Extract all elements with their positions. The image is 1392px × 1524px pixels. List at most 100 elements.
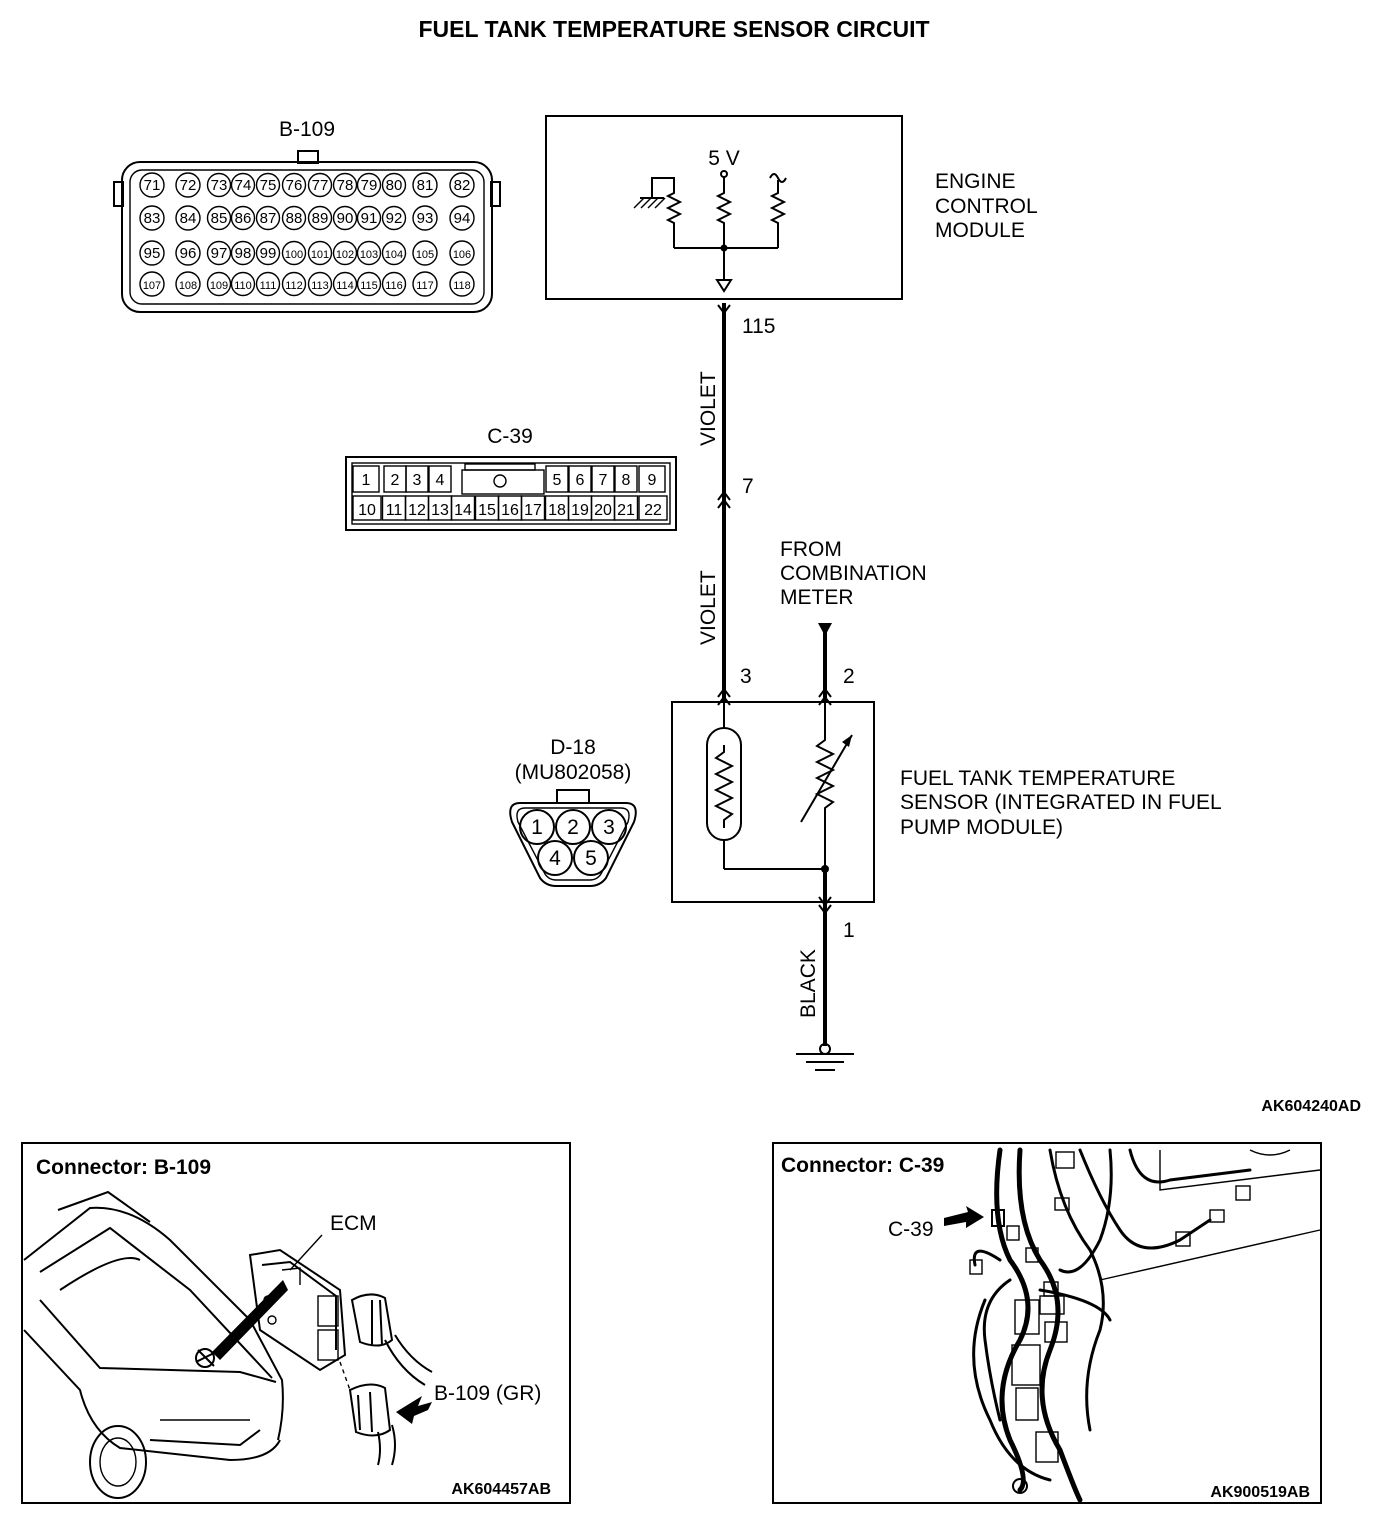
b109-pin-circle — [281, 271, 307, 297]
c39-pin-label: 6 — [576, 472, 585, 489]
c39-pin-label: 1 — [362, 472, 371, 489]
c39-pin-cell — [352, 465, 380, 493]
b109-pin-label: 76 — [286, 177, 303, 194]
b109-pin-label: 113 — [311, 280, 329, 292]
harness-illustration — [944, 1147, 1321, 1503]
b109-pin-circle — [332, 172, 358, 198]
c39-pin-label: 18 — [548, 502, 566, 519]
d18-pin-circle — [591, 809, 627, 845]
sensor-label-line3: PUMP MODULE) — [900, 816, 1063, 839]
b109-pin-circle — [175, 205, 201, 231]
b109-pin-circle — [206, 172, 232, 198]
fuel-tank-temperature-sensor: 1 FUEL TANK TEMPERATURE SENSOR (INTEGRAT… — [671, 701, 1222, 1046]
c39-pin-label: 4 — [436, 472, 445, 489]
b109-pin-label: 92 — [386, 210, 403, 227]
wire-color-lower: VIOLET — [697, 570, 720, 645]
panel-b109-ref: AK604457AB — [451, 1481, 551, 1498]
b109-pin-label: 106 — [453, 249, 471, 261]
violet-wire: 115 7 VIOLET VIOLET 3 — [697, 303, 775, 706]
c39-pin-cell — [450, 495, 476, 521]
c39-pin-7: 7 — [742, 475, 754, 498]
d18-pin-label: 4 — [549, 847, 561, 870]
b109-pin-circle — [356, 240, 382, 266]
figure-reference: AK604240AD — [1261, 1098, 1361, 1115]
b109-pin-label: 78 — [337, 177, 354, 194]
b109-pin-circle — [356, 205, 382, 231]
b109-pin-circle — [139, 240, 165, 266]
ecm-label-line2: CONTROL — [935, 195, 1038, 218]
panel-c39-ref: AK900519AB — [1210, 1484, 1310, 1501]
b109-pin-circle — [412, 271, 438, 297]
b109-pin-label: 81 — [417, 177, 434, 194]
ecm-block: 5 V ENGINE CONTROL MODULE — [545, 115, 1038, 300]
c39-pin-cell — [568, 465, 592, 493]
c39-pin-cell — [613, 495, 639, 521]
b109-pin-label: 84 — [180, 210, 197, 227]
car-illustration — [23, 1190, 288, 1499]
wire-color-upper: VIOLET — [697, 371, 720, 446]
c39-pin-cell — [405, 465, 429, 493]
b109-pin-circle — [412, 205, 438, 231]
c39-pin-label: 2 — [391, 472, 400, 489]
combination-meter-feed: FROM COMBINATION METER 2 — [780, 538, 927, 706]
b109-pin-label: 77 — [312, 177, 329, 194]
b109-pin-label: 75 — [260, 177, 277, 194]
b109-pin-circle — [449, 271, 475, 297]
panel-c39-header: Connector: C-39 — [781, 1154, 944, 1177]
b109-pin-circle — [381, 205, 407, 231]
b109-pin-circle — [449, 205, 475, 231]
b109-pin-circle — [332, 271, 358, 297]
ecm-pin-115: 115 — [742, 315, 775, 338]
c39-pin-label: 10 — [358, 502, 376, 519]
ecm-illustration — [248, 1234, 433, 1466]
combination-meter-line1: FROM — [780, 538, 842, 561]
b109-pin-label: 71 — [144, 177, 161, 194]
b109-pin-circle — [356, 271, 382, 297]
b109-pin-label: 109 — [210, 280, 228, 292]
b109-pin-circle — [332, 205, 358, 231]
b109-pin-label: 86 — [235, 210, 252, 227]
b109-pin-circle — [307, 172, 333, 198]
b109-pin-circle — [281, 172, 307, 198]
b109-pin-circle — [255, 240, 281, 266]
b109-pin-circle — [381, 240, 407, 266]
c39-pin-label: 14 — [454, 502, 472, 519]
b109-pin-circle — [412, 172, 438, 198]
b109-pin-label: 118 — [453, 280, 471, 292]
b109-pin-circle — [381, 172, 407, 198]
b109-pin-circle — [449, 240, 475, 266]
b109-pin-label: 79 — [361, 177, 378, 194]
b109-pin-circle — [175, 172, 201, 198]
c39-pin-label: 12 — [408, 502, 426, 519]
b109-pin-circle — [139, 205, 165, 231]
b109-pin-circle — [281, 240, 307, 266]
c39-pin-cell — [638, 465, 666, 493]
c39-pin-label: 9 — [648, 472, 657, 489]
c39-pin-cell — [545, 465, 569, 493]
b109-pin-label: 96 — [180, 245, 197, 262]
c39-pin-cell — [638, 495, 668, 521]
c39-pin-label: 19 — [571, 502, 589, 519]
connector-c39-name: C-39 — [487, 425, 533, 448]
c39-pin-cell — [591, 465, 615, 493]
b109-pin-label: 114 — [336, 280, 354, 292]
panel-b109-ecm-label: ECM — [330, 1212, 377, 1235]
sensor-label-line1: FUEL TANK TEMPERATURE — [900, 767, 1175, 790]
b109-pin-circle — [307, 205, 333, 231]
b109-pin-circle — [230, 271, 256, 297]
b109-pin-label: 99 — [260, 245, 277, 262]
c39-pin-cell — [428, 465, 452, 493]
b109-pin-label: 112 — [285, 280, 303, 292]
b109-pin-label: 74 — [235, 177, 252, 194]
d18-pin-label: 5 — [585, 847, 597, 870]
connector-d18-name: D-18 — [550, 736, 596, 759]
b109-pin-label: 98 — [235, 245, 252, 262]
b109-pin-label: 116 — [385, 280, 403, 292]
d18-pin-label: 1 — [531, 816, 543, 839]
b109-pin-label: 103 — [360, 249, 378, 261]
b109-pin-label: 80 — [386, 177, 403, 194]
